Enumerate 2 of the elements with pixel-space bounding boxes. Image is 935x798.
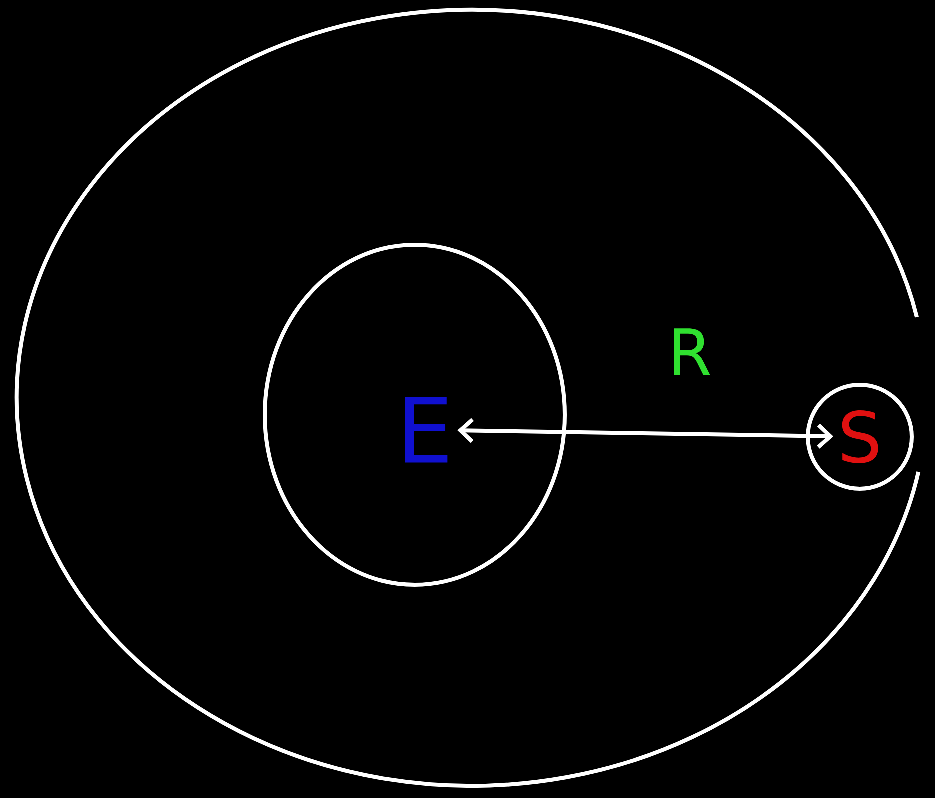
edge-label: R bbox=[674, 328, 710, 376]
double-arrow bbox=[458, 418, 834, 449]
